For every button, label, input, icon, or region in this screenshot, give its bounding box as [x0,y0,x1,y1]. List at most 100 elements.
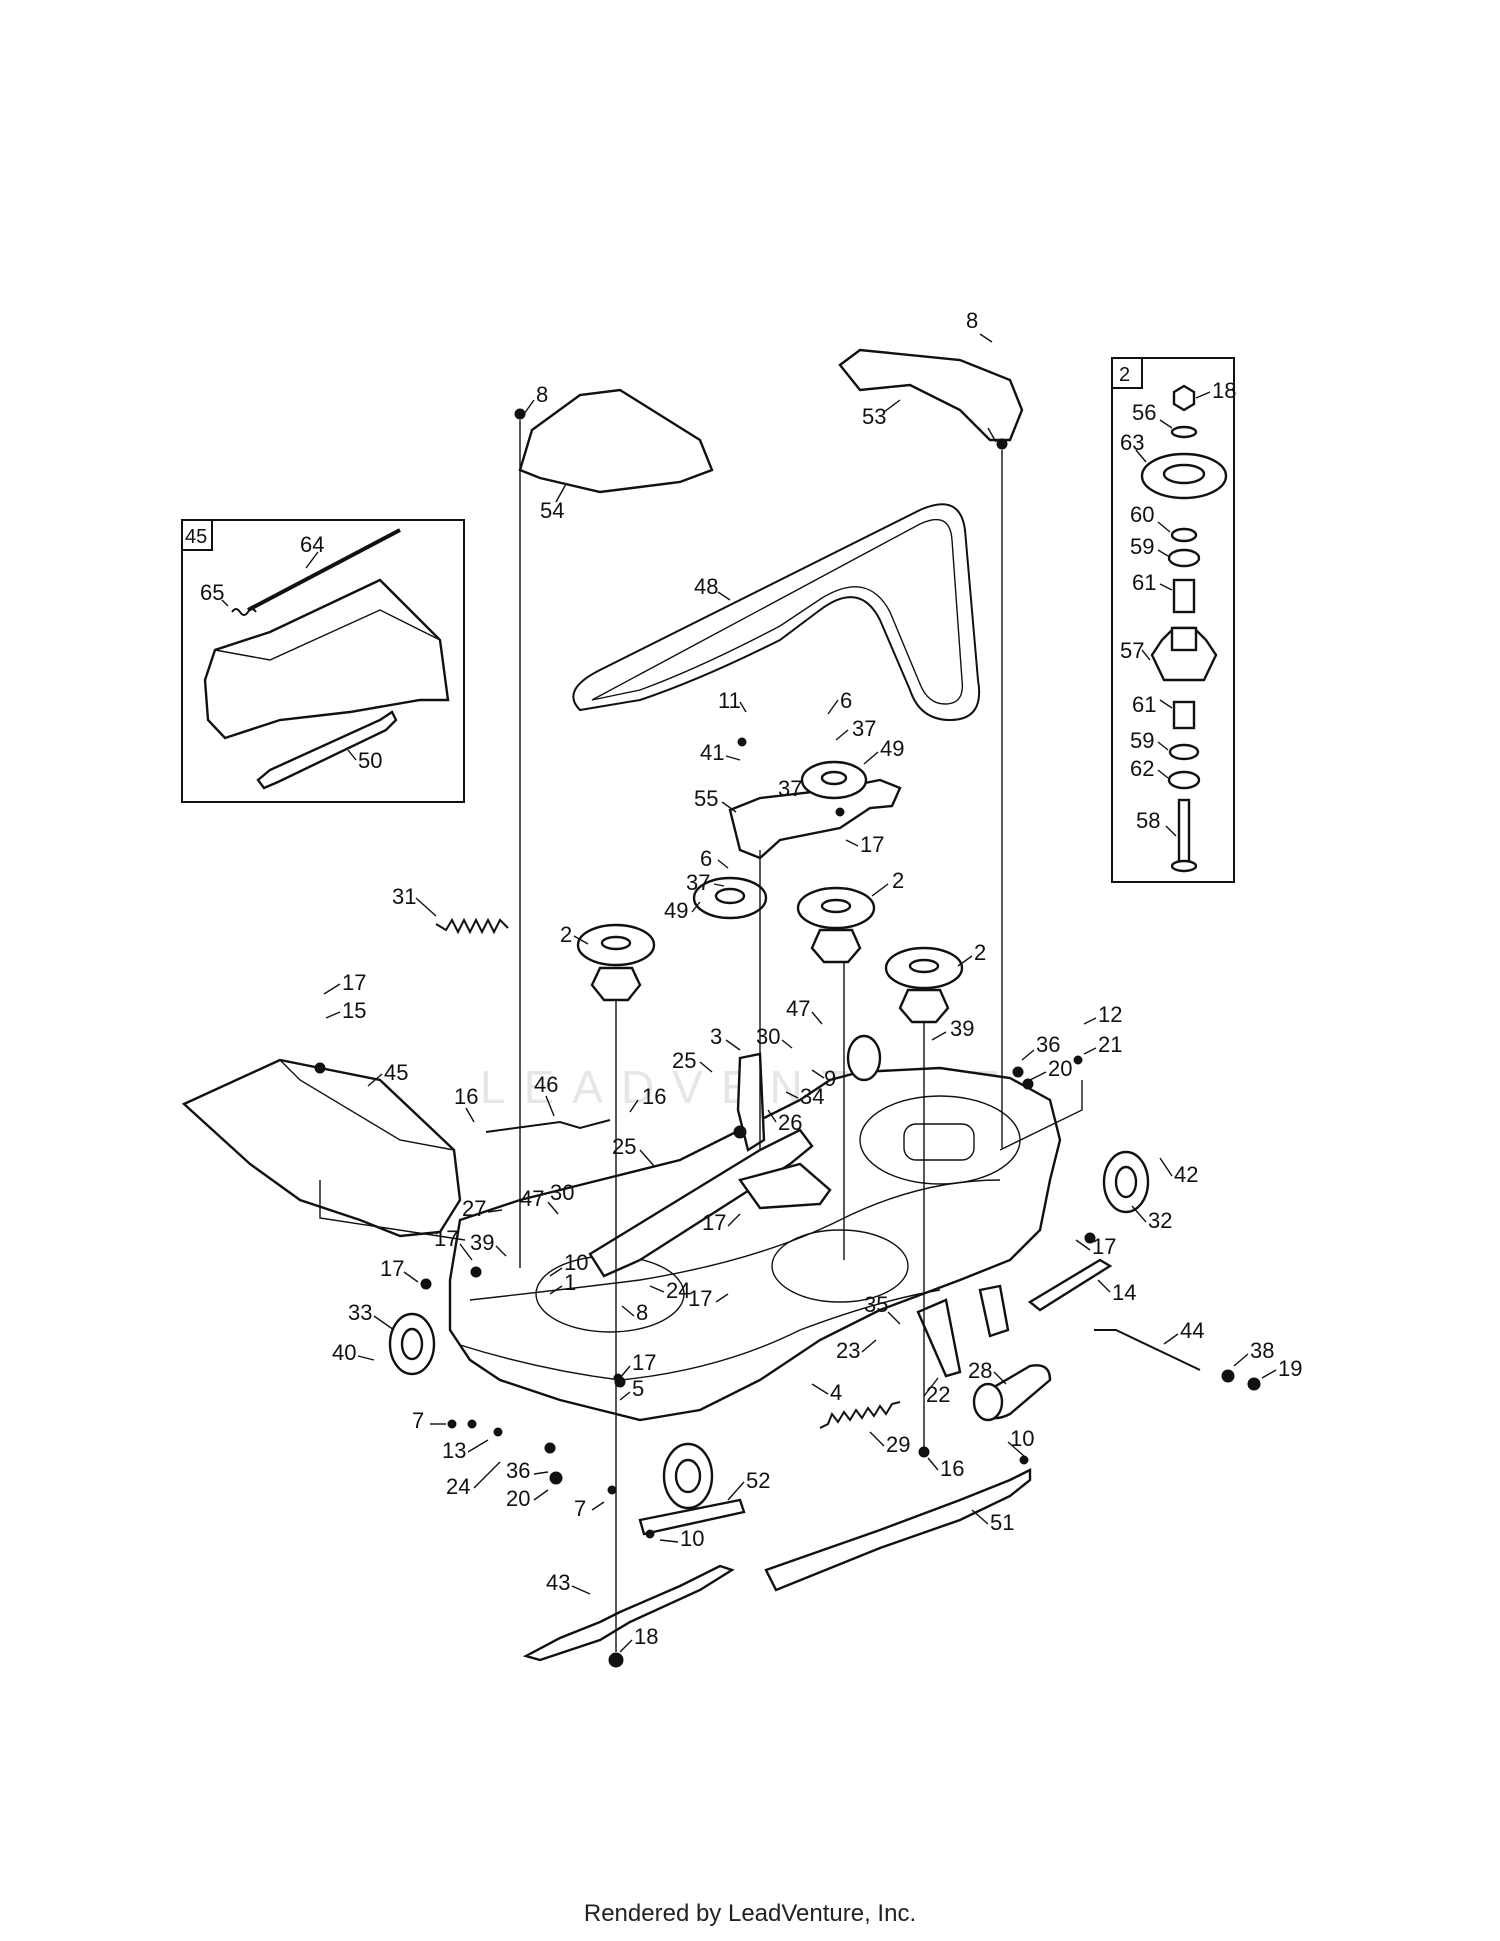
callout-12: 12 [1098,1002,1122,1027]
idler-pulley-upper-hub [820,770,848,786]
callout-s61b: 61 [1132,692,1156,717]
callout-24b: 24 [446,1474,470,1499]
gauge-wheel-rear-top [846,1034,882,1082]
callout-41: 41 [700,740,724,765]
hardware-nut [607,1485,617,1495]
spindle-washer [1170,425,1198,439]
callout-28: 28 [968,1358,992,1383]
cutting-blade [522,1564,735,1662]
spindle-housing-neck [1170,626,1198,652]
callout-20b: 20 [506,1486,530,1511]
callout-27: 27 [462,1196,486,1221]
callout-21: 21 [1098,1032,1122,1057]
idler-pulley-lower-hub [714,887,746,905]
callout-7b: 7 [574,1496,586,1521]
chute-hinge-rod [247,528,401,612]
callout-16a: 16 [454,1084,478,1109]
hardware-nut [549,1471,563,1485]
deck-spindle-opening-center [771,1229,909,1303]
spindle-shaft-base [1170,859,1198,873]
callout-37a: 37 [852,716,876,741]
hardware-nut [1073,1055,1083,1065]
callout-19: 19 [1278,1356,1302,1381]
hardware-nut [420,1278,432,1290]
spindle-pulley-hub [1162,463,1206,485]
chute-inset-tag [181,519,213,551]
callout-s62: 62 [1130,756,1154,781]
callout-13: 13 [442,1438,466,1463]
callout-4: 4 [830,1380,842,1405]
spindle-center [796,886,876,964]
hardware-nut [1019,1455,1029,1465]
hardware-nut [493,1427,503,1437]
hardware-nut [314,1062,326,1074]
callout-36b: 36 [506,1458,530,1483]
spindle-nut [1172,384,1196,412]
callout-8a: 8 [536,382,548,407]
hardware-nut [467,1419,477,1429]
callout-47b: 47 [520,1186,544,1211]
hardware-nut [918,1446,930,1458]
spindle-inset-frame [1111,357,1235,883]
callout-26: 26 [778,1110,802,1135]
chute-hinge-spring [231,608,257,616]
callout-s18: 18 [1212,378,1236,403]
spindle-bearing-lower [1167,770,1201,790]
callout-49a: 49 [880,736,904,761]
hardware-nut [1084,1232,1096,1244]
anti-scalp-roller-end [972,1382,1004,1422]
callout-55: 55 [694,786,718,811]
callout-16b: 16 [642,1084,666,1109]
mower-deck-front-skirt [459,1289,941,1381]
callout-s57: 57 [1120,638,1144,663]
deck-mount-frame-arm [736,1052,766,1152]
callout-17e: 17 [702,1210,726,1235]
callout-h64: 64 [300,532,324,557]
callout-s60: 60 [1130,502,1154,527]
deck-lift-spring [819,1401,901,1429]
callout-20a: 20 [1048,1056,1072,1081]
callout-29: 29 [886,1432,910,1457]
left-pulley-cover [518,388,714,494]
deck-opening-right-plate [903,1123,975,1161]
gauge-wheel-front-center [662,1442,714,1510]
callout-14: 14 [1112,1280,1136,1305]
callout-48: 48 [694,574,718,599]
hardware-nut [608,1652,624,1668]
callout-45: 45 [384,1060,408,1085]
callout-1: 1 [564,1270,576,1295]
deck-stabilizer-bar [764,1468,1032,1592]
callout-54: 54 [540,498,564,523]
callout-30a: 30 [756,1024,780,1049]
spindle-housing [1150,626,1218,682]
callout-s59b: 59 [1130,728,1154,753]
callout-37c: 37 [686,870,710,895]
hardware-nut [544,1442,556,1454]
chute-inset: 45 64 65 50 [181,519,465,803]
chute-body [203,578,450,740]
callout-3: 3 [710,1024,722,1049]
spindle-seal [1170,527,1198,543]
footer-credit: Rendered by LeadVenture, Inc. [583,1900,917,1927]
spindle-shaft [1177,798,1191,866]
callout-16c: 16 [940,1456,964,1481]
mulch-baffle [638,1498,746,1536]
callout-22: 22 [926,1382,950,1407]
callout-15: 15 [342,998,366,1023]
callout-44: 44 [1180,1318,1204,1343]
hardware-nut [1221,1369,1235,1383]
callout-9: 9 [824,1066,836,1091]
lift-link-44 [1094,1329,1201,1371]
chute-inset-frame [181,519,465,803]
hardware-nut [613,1373,623,1383]
callout-25b: 25 [612,1134,636,1159]
spindle-left [576,923,656,1002]
spindle-spacer-lower [1172,700,1196,730]
callout-25a: 25 [672,1048,696,1073]
deck-mount-frame [588,1128,814,1278]
callout-10c: 10 [680,1526,704,1551]
callout-6b: 6 [700,846,712,871]
callout-s63: 63 [1120,430,1144,455]
callout-5: 5 [632,1376,644,1401]
callout-17g: 17 [1092,1234,1116,1259]
